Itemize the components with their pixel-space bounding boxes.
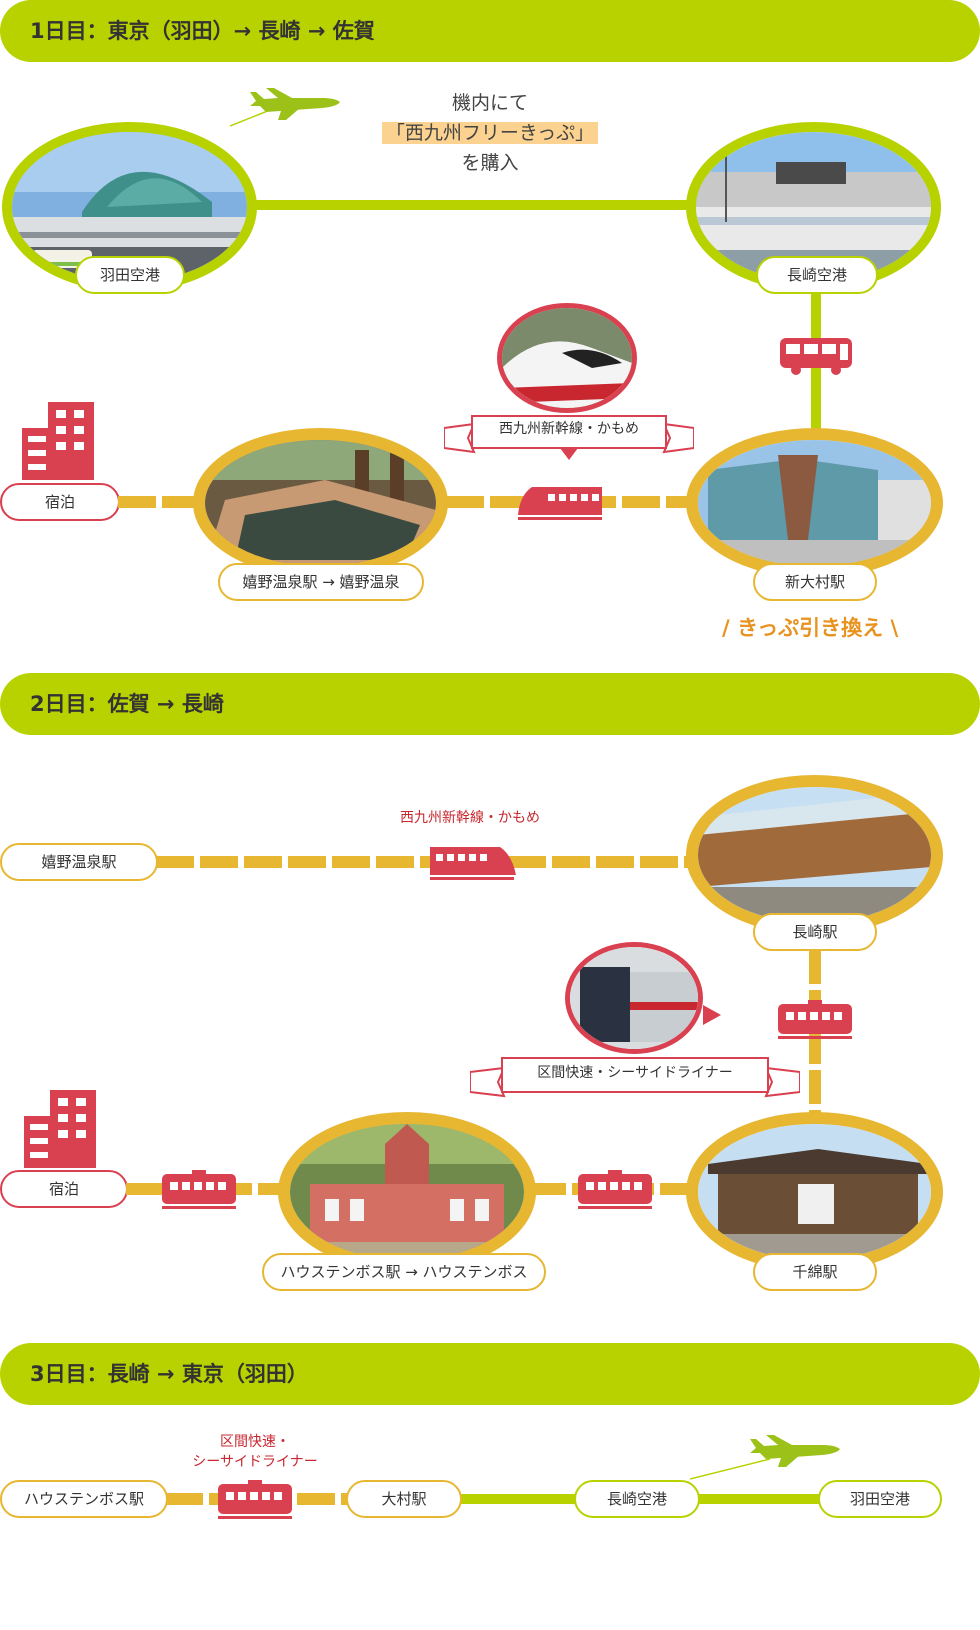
- ticket-exchange-note: / きっぷ引き換え \: [722, 616, 899, 640]
- seaside-liner-ribbon: [470, 1057, 800, 1098]
- free-ticket-highlight: 「西九州フリーきっぷ」: [381, 122, 599, 144]
- seaside-liner-photo: [565, 942, 703, 1054]
- ureshino-onsen-label: 嬉野温泉駅 → 嬉野温泉: [218, 563, 424, 601]
- day2-shinkansen-line: [156, 856, 696, 868]
- day3-banner: 3日目：長崎 → 東京（羽田）: [0, 1343, 980, 1405]
- day3-train-label: 区間快速・ シーサイドライナー: [180, 1432, 330, 1472]
- shin-omura-station-photo: [686, 428, 943, 578]
- huis-ten-bosch-label: ハウステンボス駅 → ハウステンボス: [262, 1253, 546, 1291]
- day3-huis-station-label: ハウステンボス駅: [0, 1480, 168, 1518]
- day2-shinkansen-icon: [430, 847, 516, 880]
- day3-airplane-icon: [690, 1435, 840, 1480]
- day3-train-icon: [218, 1480, 292, 1519]
- day2-kamome-label: 西九州新幹線・かもめ: [400, 810, 540, 826]
- bus-icon: [780, 338, 852, 375]
- day2-banner: 2日目：佐賀 → 長崎: [0, 673, 980, 735]
- day2-train-icon-left: [162, 1170, 236, 1209]
- day1-stay-label: 宿泊: [0, 483, 120, 521]
- shin-omura-label: 新大村駅: [753, 563, 877, 601]
- local-train-icon: [778, 1000, 852, 1039]
- ureshino-onsen-photo: [193, 428, 448, 578]
- day3-nagasaki-airport-label: 長崎空港: [574, 1480, 700, 1518]
- nagasaki-station-photo: [686, 775, 943, 935]
- day2-hotel-building-icon: [24, 1090, 96, 1168]
- day3-haneda-label: 羽田空港: [818, 1480, 942, 1518]
- hotel-building-icon: [22, 402, 94, 480]
- ticket-purchase-caption: 機内にて 「西九州フリーきっぷ」 を購入: [350, 88, 630, 178]
- day3-train-label-line2: シーサイドライナー: [192, 1454, 318, 1470]
- day3-flight-line: [696, 1494, 822, 1504]
- kamome-ribbon: [444, 415, 694, 460]
- day2-stay-label: 宿泊: [0, 1170, 128, 1208]
- day3-bus-line: [460, 1494, 580, 1504]
- day1-banner: 1日目：東京（羽田）→ 長崎 → 佐賀: [0, 0, 980, 62]
- haneda-airport-label: 羽田空港: [75, 256, 185, 294]
- kamome-ribbon-label: 西九州新幹線・かもめ: [499, 421, 639, 437]
- day2-ureshino-station-label: 嬉野温泉駅: [0, 843, 158, 881]
- shinkansen-icon: [518, 487, 602, 520]
- seaside-liner-ribbon-label: 区間快速・シーサイドライナー: [537, 1065, 733, 1081]
- caption-line1: 機内にて: [451, 92, 528, 114]
- day2-local-line-vertical: [809, 950, 821, 1120]
- kamome-train-photo: [497, 303, 637, 413]
- flight-route-line: [250, 200, 700, 210]
- caption-line3: を購入: [461, 152, 519, 174]
- airplane-icon: [230, 88, 340, 127]
- day1-stay-connector: [118, 496, 198, 508]
- senwa-station-label: 千綿駅: [753, 1253, 877, 1291]
- nagasaki-airport-label: 長崎空港: [756, 256, 878, 294]
- nagasaki-station-label: 長崎駅: [753, 913, 877, 951]
- huis-ten-bosch-photo: [278, 1112, 536, 1272]
- senwa-station-photo: [686, 1112, 943, 1272]
- day2-train-icon-right: [578, 1170, 652, 1209]
- speech-pointer-icon: [703, 1005, 721, 1025]
- day3-omura-station-label: 大村駅: [346, 1480, 462, 1518]
- day3-train-label-line1: 区間快速・: [220, 1434, 290, 1450]
